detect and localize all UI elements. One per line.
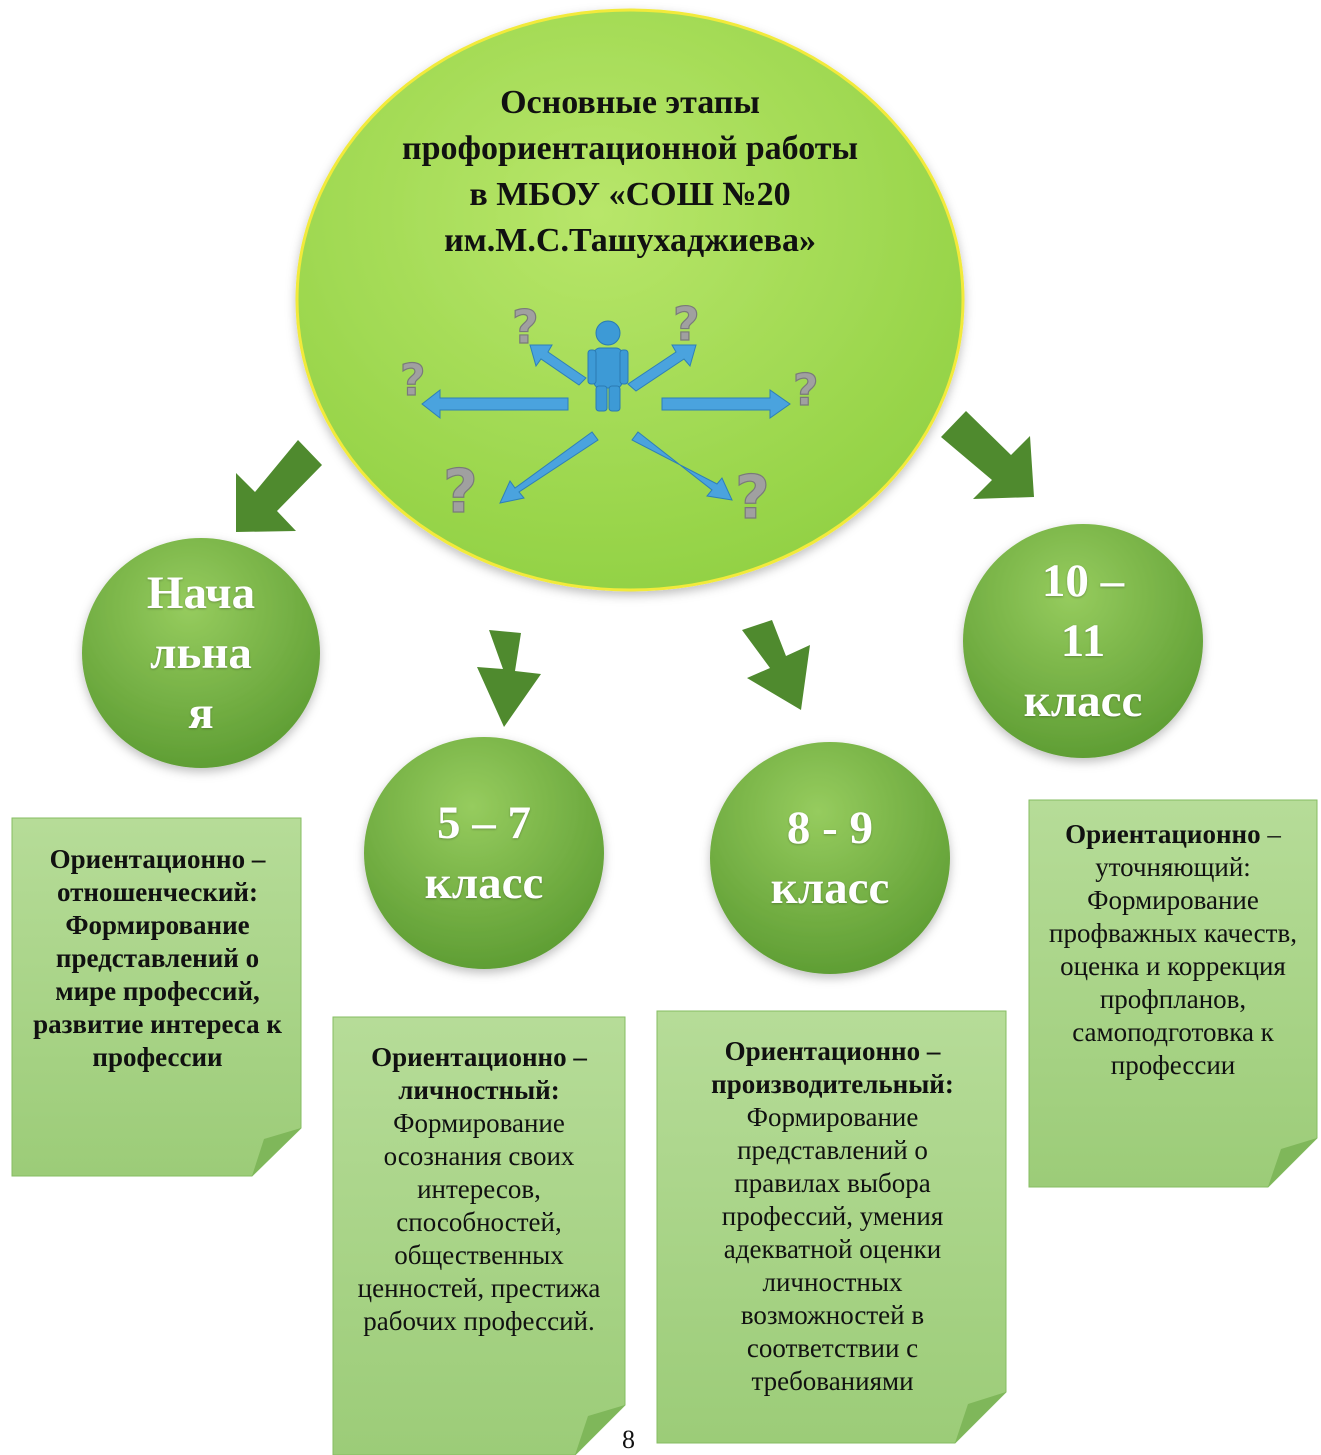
page-number: 8 bbox=[622, 1425, 635, 1454]
svg-text:?: ? bbox=[793, 365, 819, 416]
question-mark-icon: ? bbox=[511, 299, 539, 354]
note-text-grades-10-11: Ориентационно – уточняющий: Формирование… bbox=[1048, 818, 1298, 1082]
svg-text:?: ? bbox=[443, 457, 478, 527]
question-mark-icon: ? bbox=[792, 364, 819, 416]
note-card-primary bbox=[11, 817, 302, 1177]
note-card-grades-5-7 bbox=[332, 1016, 626, 1455]
note-text-primary: Ориентационно – отношенческий: Формирова… bbox=[30, 843, 285, 1074]
note-text-grades-8-9: Ориентационно – производительный: Формир… bbox=[695, 1035, 970, 1398]
note-heading: Ориентационно bbox=[1065, 819, 1261, 849]
svg-text:?: ? bbox=[400, 355, 426, 406]
note-text-grades-5-7: Ориентационно – личностный: Формирование… bbox=[350, 1041, 608, 1338]
question-mark-icon: ? bbox=[399, 354, 426, 406]
stage-circle-grades-8-9 bbox=[710, 742, 950, 974]
note-heading: Ориентационно – производительный: bbox=[711, 1036, 954, 1099]
note-body: Формирование представлений о мире профес… bbox=[33, 910, 282, 1072]
arrow-to-stage-3 bbox=[742, 620, 810, 710]
svg-text:?: ? bbox=[735, 463, 770, 533]
stage-label-primary: Нача льна я bbox=[146, 567, 256, 739]
question-mark-icon: ? bbox=[734, 462, 770, 533]
main-title: Основные этапы профориентационной работы… bbox=[401, 84, 859, 259]
note-body: Формирование осознания своих интересов, … bbox=[357, 1108, 601, 1336]
arrow-to-stage-2 bbox=[477, 630, 541, 727]
note-card-grades-10-11 bbox=[1028, 799, 1318, 1188]
person-with-arrows-icon bbox=[421, 320, 791, 504]
note-body: – уточняющий: Формирование профважных ка… bbox=[1049, 819, 1297, 1080]
note-body: Формирование представлений о правилах вы… bbox=[721, 1102, 944, 1396]
stage-label-grades-5-7: 5 – 7 класс bbox=[424, 797, 544, 909]
arrow-to-stage-1 bbox=[236, 440, 322, 532]
stage-circle-primary bbox=[82, 538, 320, 768]
main-circle bbox=[295, 8, 965, 592]
arrow-to-stage-4 bbox=[941, 411, 1034, 499]
note-heading: Ориентационно – отношенческий: bbox=[49, 844, 266, 907]
svg-text:?: ? bbox=[673, 297, 700, 351]
stage-circle-grades-10-11 bbox=[963, 524, 1203, 758]
stage-circle-grades-5-7 bbox=[364, 737, 604, 969]
question-mark-icon: ? bbox=[672, 296, 700, 351]
note-heading: Ориентационно – личностный: bbox=[371, 1042, 587, 1105]
question-mark-icon: ? bbox=[442, 456, 478, 527]
svg-text:?: ? bbox=[512, 300, 539, 354]
stage-label-grades-10-11: 10 – 11 класс bbox=[1023, 555, 1143, 727]
note-card-grades-8-9 bbox=[656, 1010, 1007, 1444]
stage-label-grades-8-9: 8 - 9 класс bbox=[770, 802, 890, 914]
